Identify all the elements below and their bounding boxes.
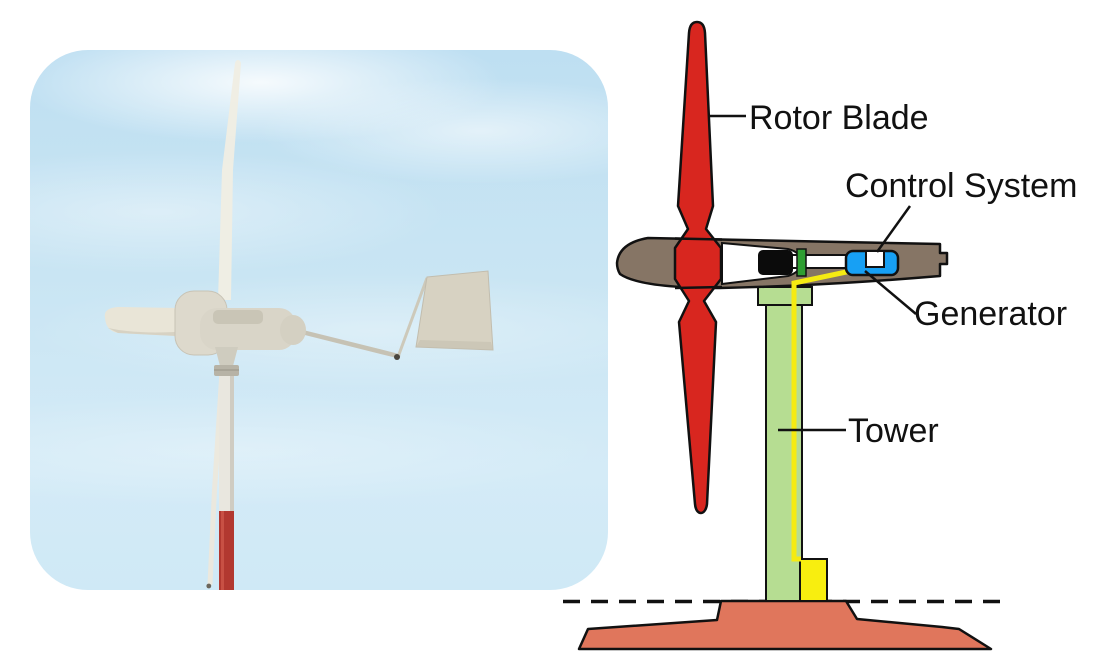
control-system-label: Control System: [845, 167, 1077, 205]
photo-pole-white-shade: [230, 376, 234, 512]
drive-shaft: [785, 254, 851, 269]
junction-box: [799, 558, 828, 602]
tower-cap: [757, 286, 813, 306]
photo-pole-red-highlight: [221, 511, 224, 590]
gearbox-box: [758, 250, 793, 275]
photo-tail-boom: [287, 326, 401, 359]
foundation-shape: [577, 599, 993, 651]
control-system-box: [865, 250, 885, 268]
rotor-blade-shape: [673, 20, 723, 515]
photo-yaw-mount: [215, 347, 238, 366]
photo-blade-down-tip: [206, 583, 212, 589]
photo-blade-left: [104, 307, 193, 336]
tower-label: Tower: [848, 412, 939, 450]
turbine-photo-drawing: [104, 60, 494, 590]
generator-label: Generator: [914, 295, 1067, 333]
photo-tail-fin-shade: [416, 340, 493, 350]
rotor-blade-label: Rotor Blade: [749, 99, 929, 137]
photo-fin-spar: [396, 277, 429, 358]
power-cable: [791, 268, 852, 562]
nacelle-edge-over-hub-top: [674, 237, 723, 241]
turbine-diagram: Rotor Blade Control System Generator Tow…: [560, 0, 1109, 663]
tower-shape: [765, 302, 803, 602]
photo-tail-fin: [415, 270, 494, 351]
photo-nacelle-tail-cone: [280, 315, 306, 345]
photo-blade-left-shadow: [108, 328, 188, 336]
shaft-coupler: [796, 248, 807, 277]
turbine-photo: [30, 50, 608, 590]
control-system-leader: [875, 205, 912, 253]
photo-blade-up: [218, 60, 241, 300]
nacelle-edge-over-hub-bottom: [674, 285, 723, 290]
photo-boom-end: [394, 354, 400, 360]
generator-leader: [864, 270, 917, 315]
photo-nacelle-panel: [213, 310, 263, 324]
